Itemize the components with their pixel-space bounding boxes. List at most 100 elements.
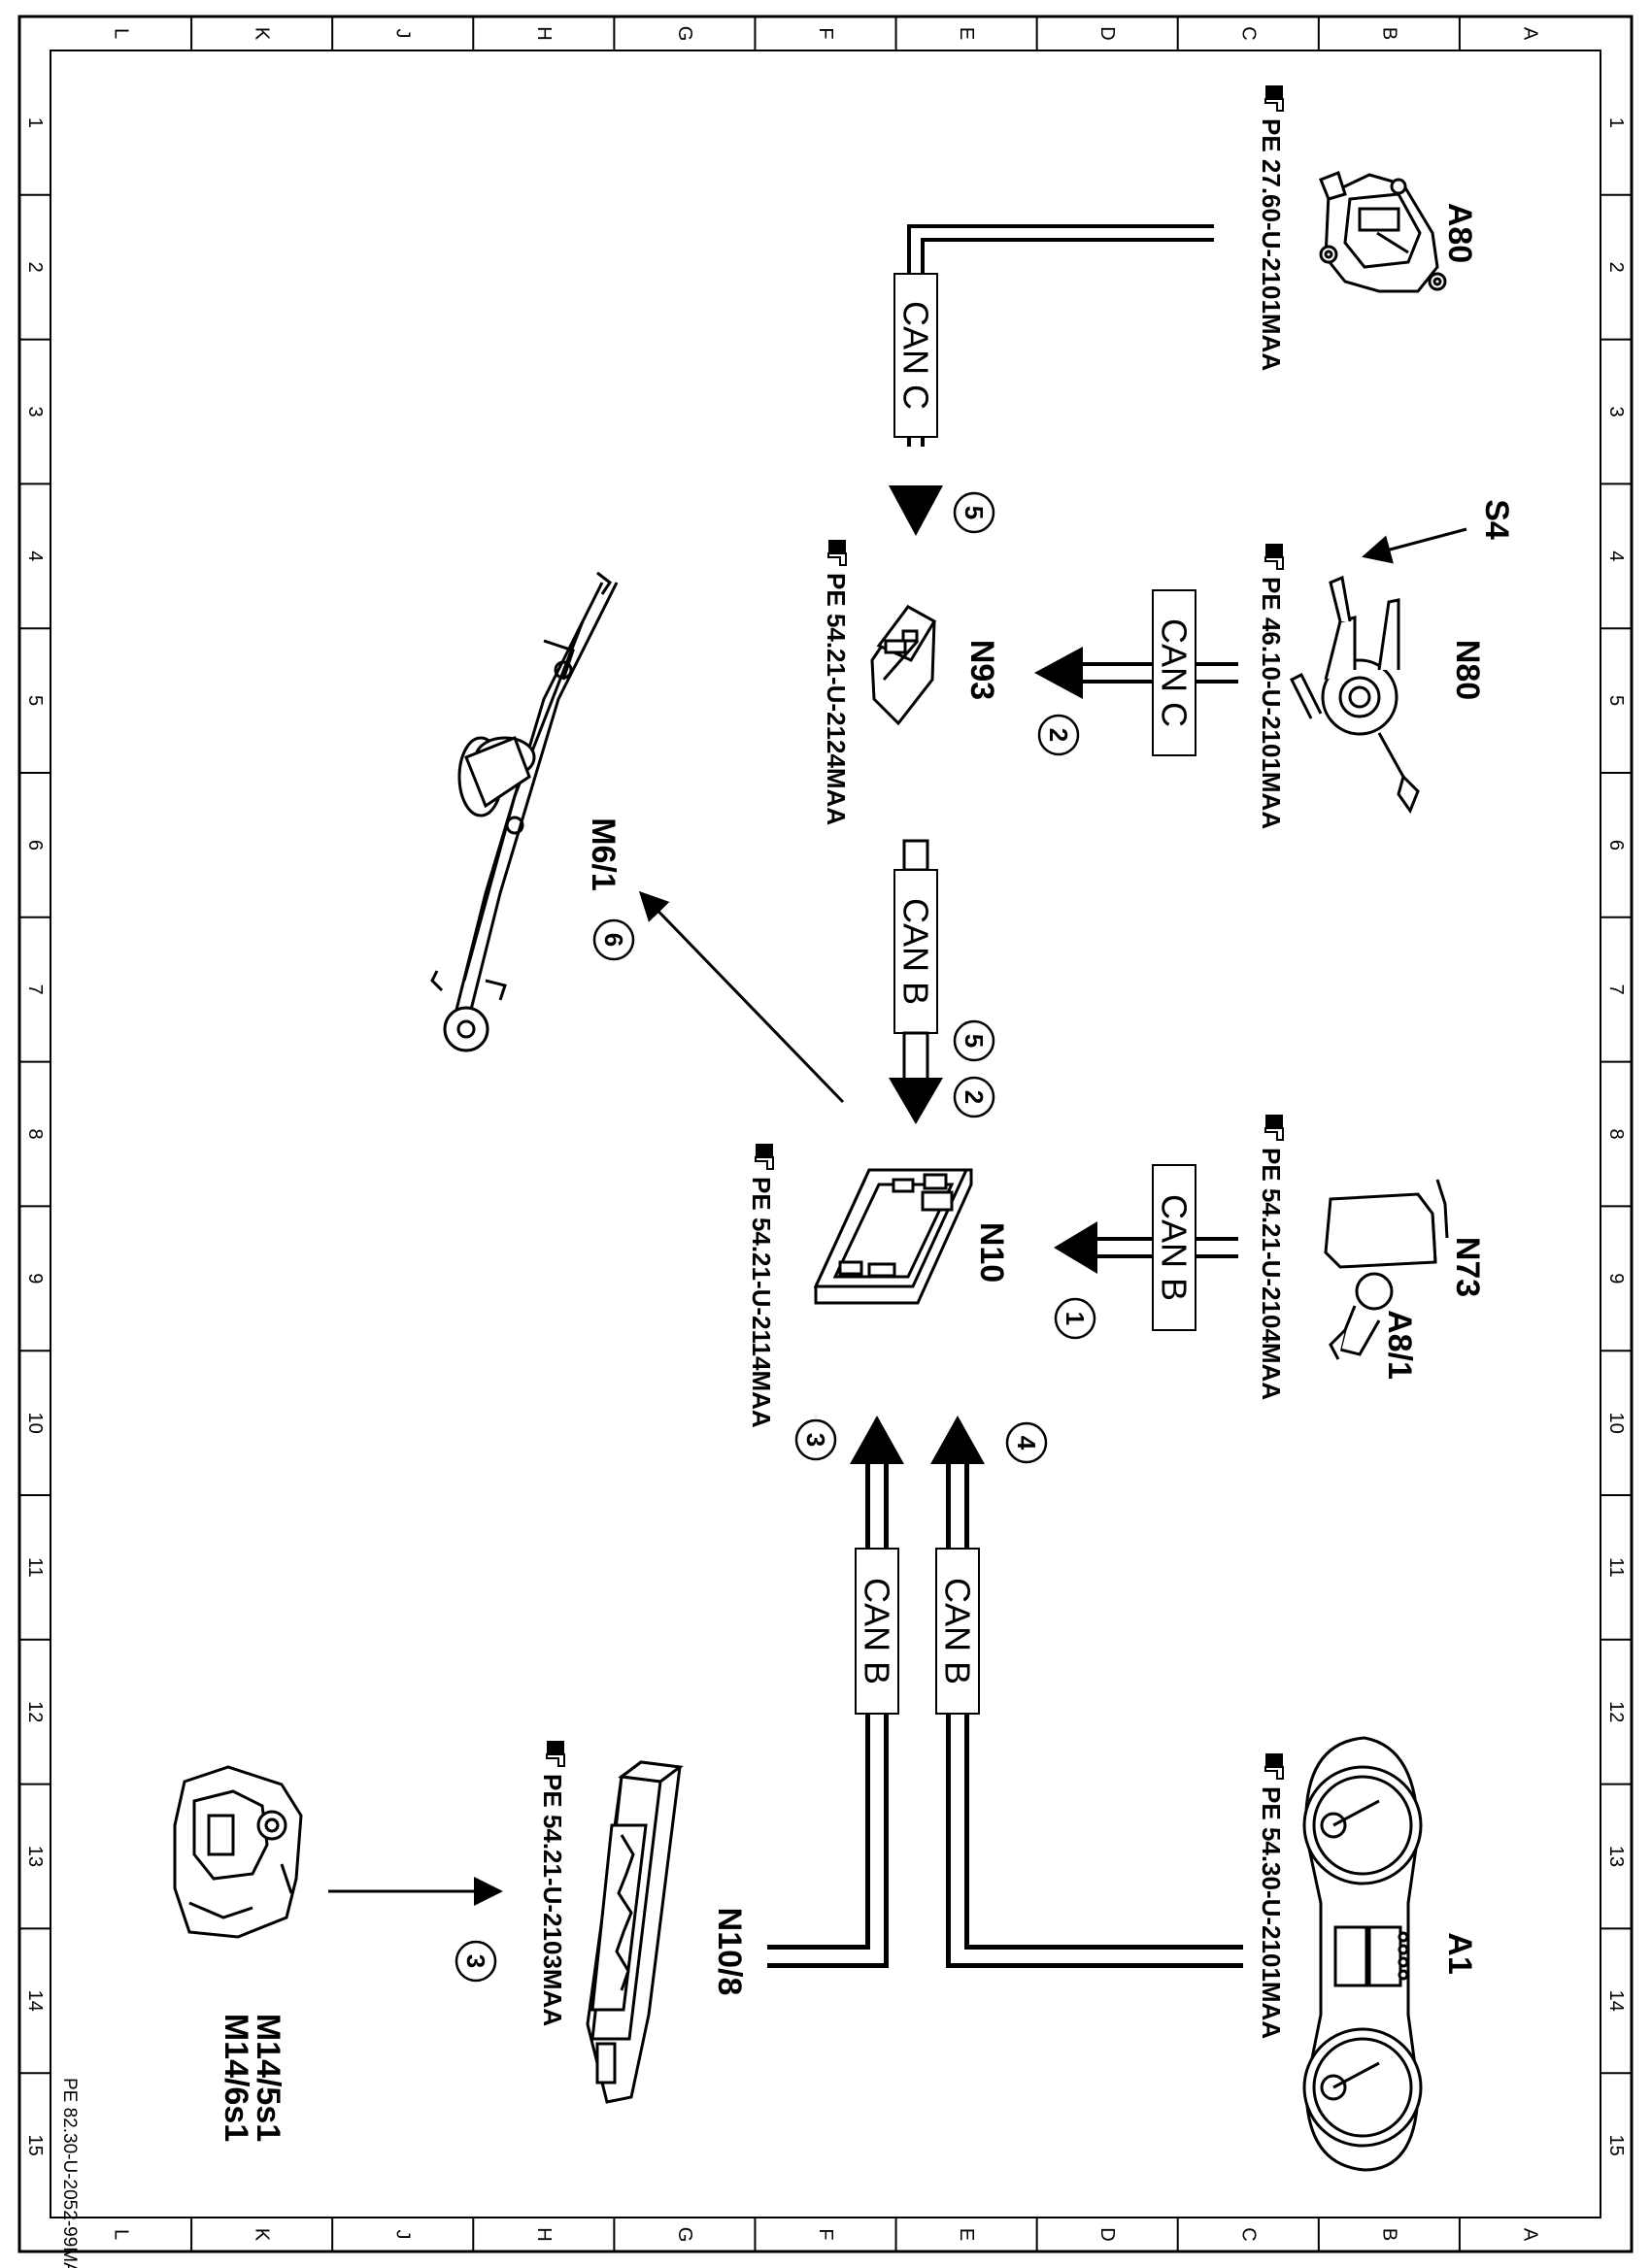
a1-label: A1 (1441, 1932, 1478, 1974)
n80-can-c-box (1152, 589, 1196, 756)
n73-label: N73 (1449, 1237, 1486, 1297)
a8-1-label: A8/1 (1381, 1310, 1418, 1380)
n10-label: N10 (973, 1222, 1010, 1283)
step-6-badge: 6 (592, 918, 635, 961)
n10-component: N10 PE 54.21-U-2114MAA (747, 1144, 1010, 1428)
s4-pointer-arrow (1362, 527, 1467, 564)
svg-text:5: 5 (960, 1034, 989, 1048)
a1-can-b-box (935, 1548, 980, 1715)
n80-component: N80 S4 PE 46.10-U-2101MAA (1257, 499, 1515, 829)
svg-text:6: 6 (599, 933, 628, 947)
outer-frame (17, 15, 1634, 2253)
n73-component: N73 A8/1 PE 54.21-U-2104MAA (1257, 1115, 1486, 1400)
grid-number-right: 9 (1605, 1273, 1627, 1284)
footer-reference: PE 82.30-U-2052-99MAA (59, 2078, 80, 2268)
grid-letter-bottom: K (252, 2228, 273, 2242)
n10-8-component: N10/8 PE 54.21-U-2103MAA (538, 1741, 748, 2104)
a1-reference: PE 54.30-U-2101MAA (1257, 1786, 1286, 2039)
svg-text:3: 3 (801, 1433, 830, 1447)
a80-steering-lock-icon (1319, 171, 1447, 293)
n10-8-can-b-box (855, 1548, 899, 1715)
grid-number-left: 3 (24, 406, 46, 417)
a80-hand-icon (1264, 85, 1284, 112)
step-5-badge-n10: 5 (953, 1019, 995, 1062)
grid-number-right: 1 (1605, 117, 1627, 128)
grid-number-right: 4 (1605, 550, 1627, 561)
grid-letter-top: L (111, 28, 132, 39)
a1-component: A1 PE 54.30-U-2101MAA (1257, 1736, 1478, 2172)
n80-can-c-label: CAN C (1155, 618, 1195, 727)
grid-number-right: 13 (1605, 1846, 1627, 1867)
grid-letter-bottom: A (1519, 2228, 1540, 2242)
n80-reference: PE 46.10-U-2101MAA (1257, 577, 1286, 829)
n93-label: N93 (963, 640, 1000, 700)
n93-hand-icon (827, 540, 847, 566)
n10-8-can-b-label: CAN B (858, 1578, 897, 1684)
grid-number-right: 15 (1605, 2134, 1627, 2155)
a80-can-c-arrowhead (889, 485, 943, 536)
grid-number-right: 8 (1605, 1128, 1627, 1139)
grid-letter-top: J (392, 29, 414, 39)
step-3-badge-m14: 3 (455, 1940, 497, 1983)
step-2-badge-n10: 2 (953, 1076, 995, 1118)
n10-8-reference: PE 54.21-U-2103MAA (538, 1774, 567, 2026)
step-2-badge-n93: 2 (1037, 714, 1080, 756)
n10-reference: PE 54.21-U-2114MAA (747, 1177, 776, 1428)
n80-label: N80 (1449, 640, 1486, 700)
grid-letter-top: E (956, 27, 977, 40)
grid-number-right: 11 (1605, 1557, 1627, 1578)
grid-number-left: 8 (24, 1128, 46, 1139)
grid-number-left: 7 (24, 984, 46, 995)
grid-number-left: 9 (24, 1273, 46, 1284)
grid-number-left: 1 (24, 117, 46, 128)
n93-n10-can-b-bottom-stub (902, 1031, 929, 1084)
grid-letter-bottom: D (1096, 2227, 1118, 2241)
n10-8-can-b-arrowhead (850, 1416, 904, 1464)
n80-hand-icon (1264, 544, 1284, 570)
grid-letter-bottom: J (392, 2230, 414, 2240)
a80-reference: PE 27.60-U-2101MAA (1257, 118, 1286, 371)
n73-reference: PE 54.21-U-2104MAA (1257, 1148, 1286, 1400)
grid-number-left: 13 (24, 1846, 46, 1867)
grid-number-left: 6 (24, 840, 46, 850)
a80-can-c-line (907, 224, 1214, 447)
n10-to-m6-1-arrow (638, 890, 845, 1104)
grid-letter-top: D (1096, 26, 1118, 40)
grid-number-left: 4 (24, 550, 46, 561)
n10-8-hand-icon (546, 1741, 565, 1767)
grid-number-left: 10 (24, 1412, 46, 1433)
a80-can-c-box (893, 273, 938, 438)
grid-letter-top: F (815, 27, 836, 39)
grid-number-right: 5 (1605, 695, 1627, 706)
grid-letter-top: K (252, 27, 273, 41)
m6-1-label: M6/1 (585, 817, 622, 891)
a1-instrument-cluster-icon (1302, 1736, 1423, 2172)
svg-text:5: 5 (960, 506, 989, 519)
svg-text:3: 3 (461, 1954, 490, 1968)
grid-number-left: 5 (24, 695, 46, 706)
a1-can-b-label: CAN B (938, 1578, 978, 1684)
grid-letter-bottom: E (956, 2228, 977, 2241)
n73-can-b-box (1152, 1164, 1196, 1331)
svg-text:1: 1 (1061, 1312, 1090, 1325)
inner-frame (50, 50, 1601, 2218)
n93-component: N93 PE 54.21-U-2124MAA (822, 540, 1000, 825)
a1-can-b-line (946, 1456, 1243, 1968)
m6-1-wiper-linkage-icon (430, 571, 619, 1052)
grid-letter-top: C (1237, 26, 1259, 40)
grid-number-right: 12 (1605, 1701, 1627, 1722)
n10-8-label: N10/8 (711, 1908, 748, 1996)
grid-number-left: 2 (24, 262, 46, 273)
grid-number-right: 14 (1605, 1990, 1627, 2012)
grid-letter-bottom: B (1378, 2228, 1399, 2241)
grid-letter-bottom: L (111, 2229, 132, 2240)
m14-switch-block-icon (173, 1765, 303, 1939)
step-4-badge: 4 (1005, 1421, 1048, 1464)
svg-text:2: 2 (960, 1090, 989, 1104)
m14-component: M14/5s1 M14/6s1 (173, 1765, 303, 2142)
n93-n10-can-b-top-stub (902, 839, 929, 872)
step-5-badge-n93: 5 (953, 491, 995, 534)
grid-number-right: 10 (1605, 1412, 1627, 1433)
